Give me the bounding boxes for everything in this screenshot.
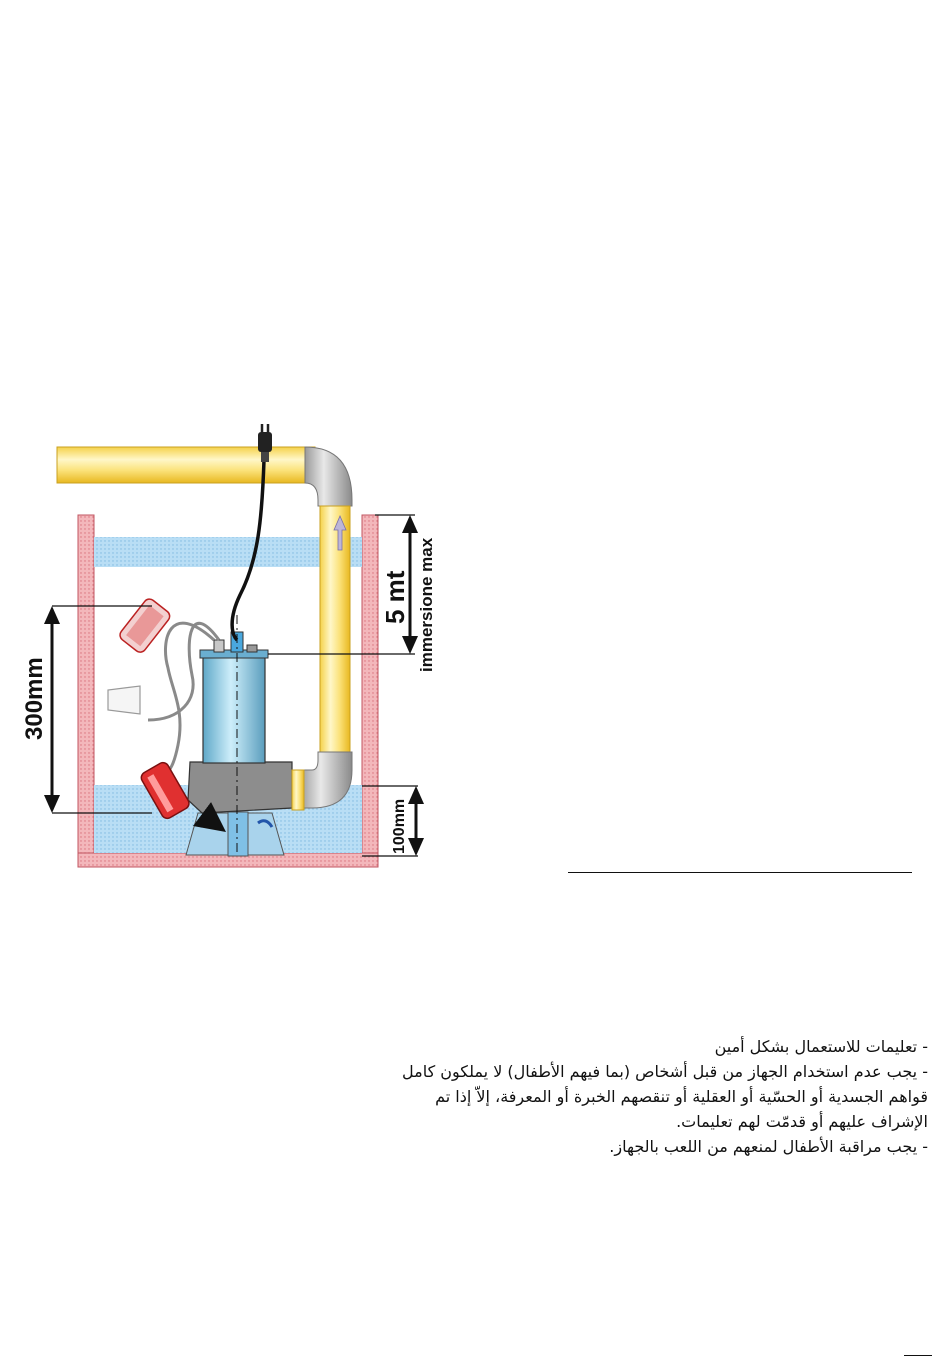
safety-line: قواهم الجسدية أو الحسّية أو العقلية أو ت… [400, 1084, 928, 1109]
bottom-gap-label: 100mm [391, 799, 408, 854]
safety-line: - يجب عدم استخدام الجهاز من قبل أشخاص (ب… [400, 1059, 928, 1084]
float-range-label: 300mm [21, 657, 48, 740]
discharge-pipe-vertical [320, 506, 350, 754]
corner-rule [904, 1355, 932, 1356]
pipe-elbow-top [305, 447, 352, 506]
discharge-pipe-horizontal [57, 447, 315, 483]
safety-instructions: - تعليمات للاستعمال بشكل أمين - يجب عدم … [400, 1034, 928, 1159]
immersion-label: immersione max [417, 537, 436, 672]
separator-line [568, 872, 912, 873]
pump-installation-diagram: 300mm 5 mt immersione max 100mm [0, 0, 950, 900]
depth-label: 5 mt [380, 570, 410, 624]
safety-line: الإشراف عليهم أو قدمّت لهم تعليمات. [400, 1109, 928, 1134]
safety-line: - تعليمات للاستعمال بشكل أمين [400, 1034, 928, 1059]
safety-line: - يجب مراقبة الأطفال لمنعهم من اللعب بال… [400, 1134, 928, 1159]
